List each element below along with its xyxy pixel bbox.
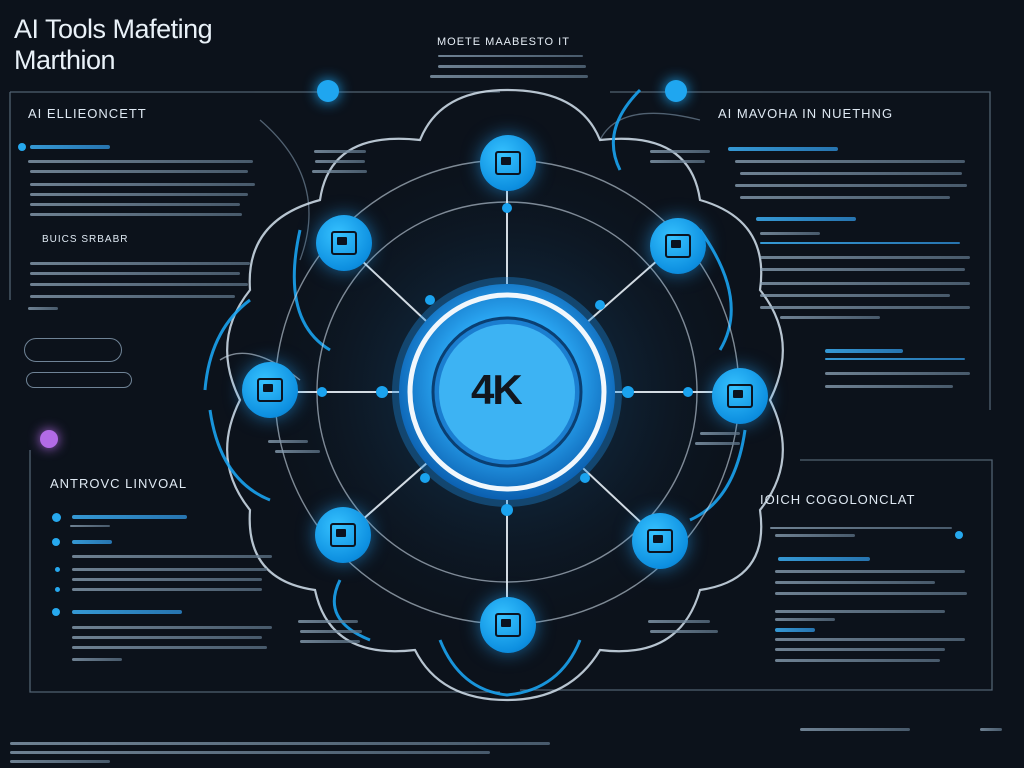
- section-heading-bottom-right: IOICH COGOLONCLAT: [760, 492, 916, 507]
- section-heading-top-right: AI MAVOHA IN NUETHNG: [718, 106, 894, 121]
- camera-icon[interactable]: [480, 597, 536, 653]
- app-icon[interactable]: [632, 513, 688, 569]
- page-title: AI Tools Mafeting Marthion: [14, 14, 213, 76]
- target-icon: [317, 80, 339, 102]
- monitor-glyph-icon: [495, 151, 521, 175]
- target-icon: [665, 80, 687, 102]
- chart-icon[interactable]: [242, 362, 298, 418]
- text-line: [430, 75, 588, 78]
- monitor-icon[interactable]: [480, 135, 536, 191]
- tool-icon[interactable]: [650, 218, 706, 274]
- camera-glyph-icon: [495, 613, 521, 637]
- display-icon[interactable]: [316, 215, 372, 271]
- center-heading-underline: [438, 55, 583, 57]
- text-line: [438, 65, 586, 68]
- marker-icon: [40, 430, 58, 448]
- window-icon[interactable]: [712, 368, 768, 424]
- display-glyph-icon: [331, 231, 357, 255]
- page-title-line2: Marthion: [14, 45, 116, 75]
- hub-label: 4K: [471, 366, 523, 413]
- center-heading: MOETE MAABESTO IT: [437, 36, 570, 48]
- chart-glyph-icon: [257, 378, 283, 402]
- document-glyph-icon: [330, 523, 356, 547]
- app-glyph-icon: [647, 529, 673, 553]
- section-heading-bottom-left: ANTROVC LINVOAL: [50, 476, 188, 491]
- tool-glyph-icon: [665, 234, 691, 258]
- left-subheading: BUICS SRBABR: [42, 234, 129, 245]
- section-heading-top-left: AI ELLIEONCETT: [28, 106, 147, 121]
- toggle-control[interactable]: [24, 338, 122, 362]
- outer-contours: [226, 88, 784, 702]
- window-glyph-icon: [727, 384, 753, 408]
- page-title-line1: AI Tools Mafeting: [14, 14, 213, 44]
- slider-control[interactable]: [26, 372, 132, 388]
- panel-frames: [9, 91, 993, 693]
- document-icon[interactable]: [315, 507, 371, 563]
